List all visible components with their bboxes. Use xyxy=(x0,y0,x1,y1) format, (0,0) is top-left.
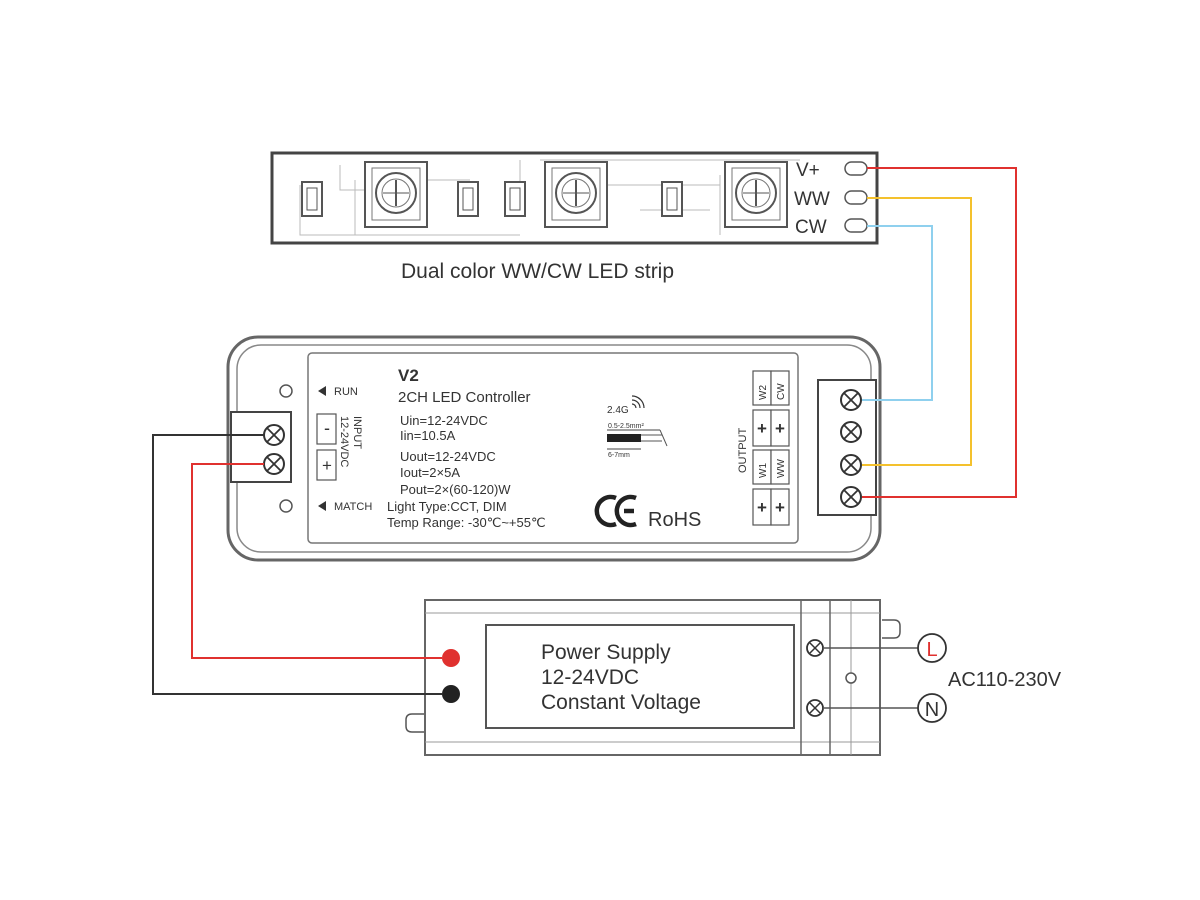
match-arrow-icon xyxy=(318,501,326,511)
ac-input-label: AC110-230V xyxy=(948,669,1062,691)
strip-caption: Dual color WW/CW LED strip xyxy=(401,260,674,283)
match-label: MATCH xyxy=(334,501,372,513)
output-plus-3: + xyxy=(757,498,767,517)
wire-dc-positive xyxy=(191,463,442,659)
wire-v-plus xyxy=(862,167,1017,498)
dc-positive-terminal-icon xyxy=(442,649,460,667)
input-voltage-label: 12-24VDC xyxy=(338,416,350,467)
led-chip xyxy=(724,161,788,228)
run-arrow-icon xyxy=(318,386,326,396)
spec-pout: Pout=2×(60-120)W xyxy=(400,482,511,497)
output-cw: CW xyxy=(776,383,787,400)
live-terminal-icon xyxy=(917,633,947,663)
screw-icon xyxy=(263,424,285,446)
live-label: L xyxy=(926,639,937,661)
wire-cw xyxy=(862,225,933,401)
output-channel-boxes xyxy=(752,370,790,526)
output-plus-2: + xyxy=(775,419,785,438)
led-chip xyxy=(544,161,608,228)
psu-line-3: Constant Voltage xyxy=(541,691,701,714)
output-label: OUTPUT xyxy=(737,428,749,474)
ground-node-icon xyxy=(845,672,857,684)
neutral-terminal-icon xyxy=(917,693,947,723)
strip-length-label: 6-7mm xyxy=(608,452,630,459)
led-strip xyxy=(270,151,879,245)
run-label: RUN xyxy=(334,386,358,398)
input-minus-label: - xyxy=(324,418,330,438)
spec-iout: Iout=2×5A xyxy=(400,465,460,480)
psu-line-1: Power Supply xyxy=(541,641,671,664)
rohs-label: RoHS xyxy=(648,509,701,531)
controller-label-panel xyxy=(307,352,799,544)
resistor xyxy=(661,181,683,217)
strip-pin-v-plus: V+ xyxy=(796,160,820,181)
output-plus-1: + xyxy=(757,419,767,438)
spec-iin: Iin=10.5A xyxy=(400,428,456,443)
spec-temp-range: Temp Range: -30℃~+55℃ xyxy=(387,515,546,530)
power-supply xyxy=(405,599,947,756)
output-w1: W1 xyxy=(758,463,769,478)
led-chip xyxy=(364,161,428,228)
mounting-ear-icon xyxy=(882,619,901,639)
controller xyxy=(226,335,882,562)
screw-icon xyxy=(806,639,824,657)
controller-name: 2CH LED Controller xyxy=(398,389,531,406)
run-led-icon xyxy=(279,384,293,398)
screw-icon xyxy=(806,699,824,717)
input-plus-label: + xyxy=(322,456,332,475)
match-button-icon[interactable] xyxy=(279,499,293,513)
wire-strip-icon xyxy=(607,429,668,450)
screw-icon xyxy=(840,389,862,411)
strip-pin-cw: CW xyxy=(795,217,827,238)
screw-icon xyxy=(840,454,862,476)
solder-pads xyxy=(844,161,868,233)
resistor xyxy=(504,181,526,217)
spec-uin: Uin=12-24VDC xyxy=(400,413,488,428)
input-label: INPUT xyxy=(351,416,363,449)
wire-dc-negative xyxy=(152,434,442,695)
resistor xyxy=(301,181,323,217)
wires xyxy=(152,167,1017,695)
mounting-ear-icon xyxy=(405,713,424,733)
screw-icon xyxy=(263,453,285,475)
controller-model: V2 xyxy=(398,366,419,385)
output-w2: W2 xyxy=(758,385,769,400)
output-ww: WW xyxy=(776,459,787,478)
rf-label: 2.4G xyxy=(607,405,629,416)
resistor xyxy=(457,181,479,217)
neutral-label: N xyxy=(925,699,939,721)
wire-gauge-label: 0.5-2.5mm² xyxy=(608,423,644,430)
strip-pin-ww: WW xyxy=(794,189,830,210)
spec-uout: Uout=12-24VDC xyxy=(400,449,496,464)
spec-light-type: Light Type:CCT, DIM xyxy=(387,499,507,514)
wire-ww xyxy=(862,197,972,466)
screw-icon xyxy=(840,421,862,443)
screw-icon xyxy=(840,486,862,508)
strip-traces xyxy=(299,159,800,236)
wireless-signal-icon xyxy=(631,395,645,409)
power-supply-label-panel xyxy=(485,624,795,729)
output-plus-4: + xyxy=(775,498,785,517)
psu-line-2: 12-24VDC xyxy=(541,666,639,689)
dc-negative-terminal-icon xyxy=(442,685,460,703)
ce-mark-icon xyxy=(594,494,637,528)
